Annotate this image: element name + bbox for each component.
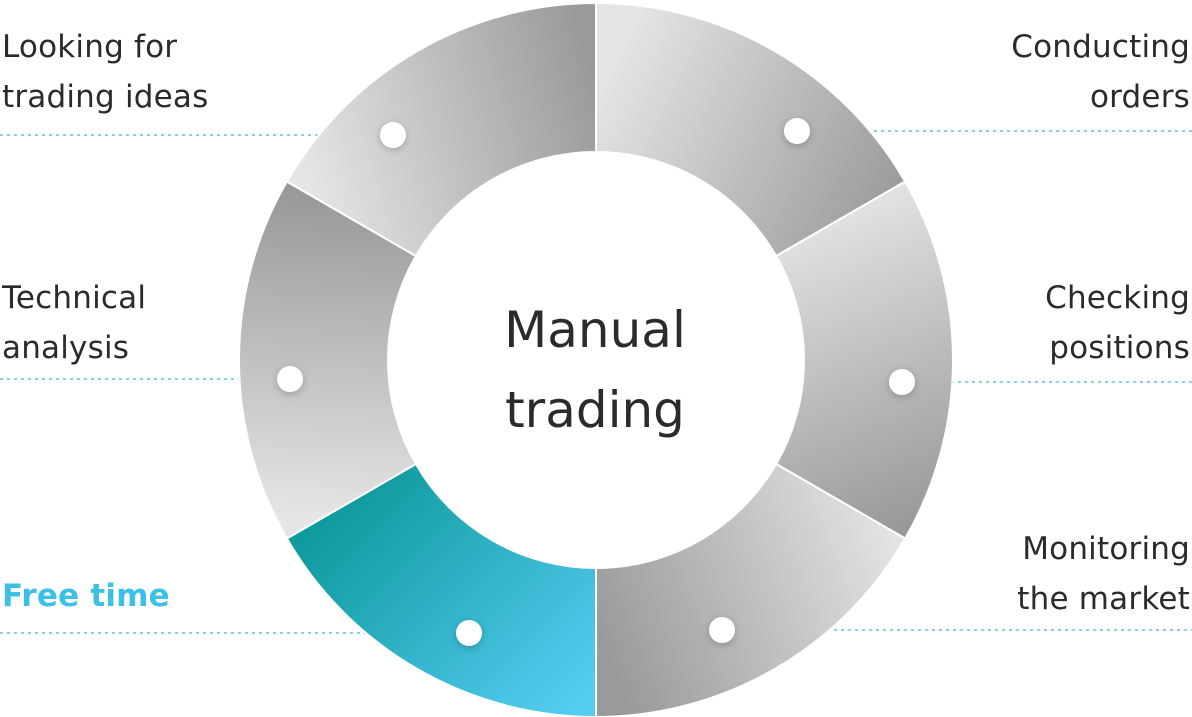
label-line: orders (1089, 79, 1190, 115)
label-line: Technical (2, 280, 147, 316)
ring-segment-5 (238, 180, 418, 540)
label-conducting-orders: Conducting orders (1011, 22, 1190, 122)
center-title-line-2: trading (505, 381, 685, 439)
ring-segment-2 (774, 180, 954, 540)
segment-dot-1 (784, 118, 810, 144)
label-line: Looking for (2, 29, 178, 65)
segment-dot-5 (277, 366, 303, 392)
center-title: Manual trading (395, 290, 795, 450)
ring-segment-4 (285, 462, 597, 717)
ring-segment-1 (595, 1, 907, 258)
segment-dot-3 (709, 617, 735, 643)
label-line: positions (1049, 330, 1190, 366)
label-monitoring-the-market: Monitoring the market (1017, 524, 1190, 624)
label-line: Monitoring (1022, 531, 1190, 567)
label-checking-positions: Checking positions (1045, 273, 1190, 373)
label-line: Free time (2, 578, 170, 614)
ring-segment-6 (285, 1, 597, 258)
label-free-time: Free time (2, 571, 170, 621)
label-line: the market (1017, 581, 1190, 617)
label-technical-analysis: Technical analysis (2, 273, 146, 373)
segment-dot-4 (456, 620, 482, 646)
label-line: trading ideas (2, 79, 209, 115)
segment-dot-6 (380, 122, 406, 148)
center-title-line-1: Manual (504, 301, 686, 359)
label-looking-for-trading-ideas: Looking for trading ideas (2, 22, 208, 122)
segment-dot-2 (889, 369, 915, 395)
label-line: analysis (2, 330, 130, 366)
label-line: Conducting (1011, 29, 1190, 65)
label-line: Checking (1045, 280, 1190, 316)
